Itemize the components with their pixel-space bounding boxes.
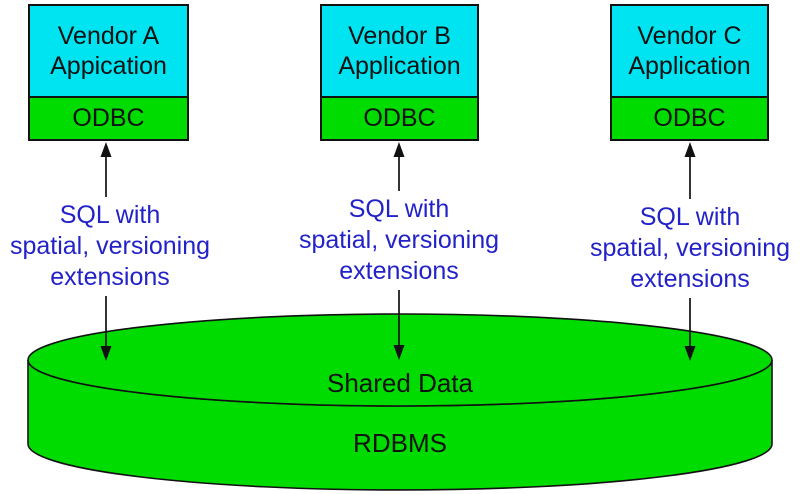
vendor-b-odbc-label: ODBC: [363, 104, 436, 132]
vendor-a-odbc-label: ODBC: [72, 104, 145, 132]
protocol-line2: spatial, versioning: [9, 232, 211, 260]
protocol-label-vendor-a: SQL with spatial, versioning extensions: [0, 200, 240, 293]
protocol-line3: extensions: [50, 263, 170, 291]
vendor-b-odbc-strip: ODBC: [322, 96, 477, 139]
vendor-c-title-line2: Application: [628, 52, 751, 80]
protocol-line2: spatial, versioning: [298, 226, 500, 254]
arrowhead-down-icon: [393, 345, 405, 360]
shared-data-label: Shared Data: [327, 368, 473, 398]
vendor-c-odbc-label: ODBC: [653, 104, 726, 132]
vendor-c-application-box: Vendor C Application ODBC: [610, 4, 769, 141]
double-arrow-vendor-c: [684, 142, 696, 361]
vendor-b-app-title: Vendor B Application: [322, 6, 477, 96]
rdbms-label: RDBMS: [353, 428, 447, 458]
protocol-line3: extensions: [630, 265, 750, 293]
vendor-a-odbc-strip: ODBC: [30, 96, 187, 139]
vendor-a-application-box: Vendor A Appication ODBC: [28, 4, 189, 141]
double-arrow-vendor-a: [100, 142, 112, 361]
protocol-line3: extensions: [339, 257, 459, 285]
vendor-c-app-title: Vendor C Application: [612, 6, 767, 96]
protocol-line1: SQL with: [348, 195, 450, 223]
vendor-a-title-line2: Appication: [50, 52, 167, 80]
vendor-c-odbc-strip: ODBC: [612, 96, 767, 139]
arrowhead-up-icon: [100, 142, 112, 157]
protocol-label-vendor-b: SQL with spatial, versioning extensions: [269, 194, 529, 287]
vendor-c-title-line1: Vendor C: [637, 22, 742, 50]
arrowhead-up-icon: [393, 142, 405, 157]
arrowhead-down-icon: [100, 346, 112, 361]
protocol-line1: SQL with: [639, 203, 741, 231]
cylinder-top-surface: [27, 313, 773, 407]
arrowhead-down-icon: [684, 346, 696, 361]
double-arrow-vendor-b: [393, 142, 405, 360]
vendor-b-title-line2: Application: [338, 52, 461, 80]
vendor-a-title-line1: Vendor A: [57, 22, 160, 50]
vendor-b-application-box: Vendor B Application ODBC: [320, 4, 479, 141]
vendor-b-title-line1: Vendor B: [348, 22, 451, 50]
vendor-a-app-title: Vendor A Appication: [30, 6, 187, 96]
protocol-line1: SQL with: [59, 201, 161, 229]
protocol-label-vendor-c: SQL with spatial, versioning extensions: [560, 202, 800, 295]
rdbms-cylinder: [27, 313, 773, 491]
arrowhead-up-icon: [684, 142, 696, 157]
protocol-line2: spatial, versioning: [589, 234, 791, 262]
